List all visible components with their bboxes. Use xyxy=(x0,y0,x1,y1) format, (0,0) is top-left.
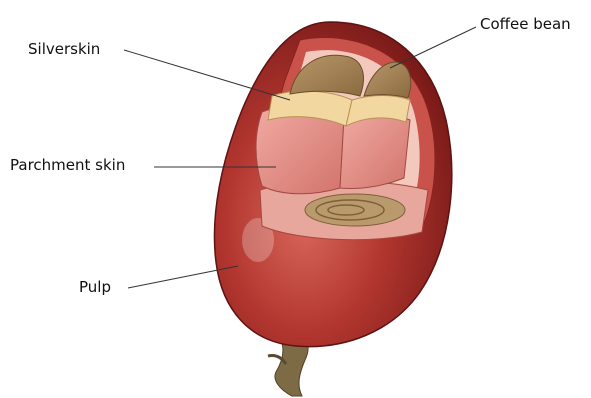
parchment-skin-right xyxy=(340,114,410,189)
label-silverskin: Silverskin xyxy=(28,42,100,57)
bean-cross-section xyxy=(305,194,405,226)
label-coffee-bean: Coffee bean xyxy=(480,17,571,32)
label-pulp: Pulp xyxy=(79,280,111,295)
label-parchment-skin: Parchment skin xyxy=(10,158,125,173)
